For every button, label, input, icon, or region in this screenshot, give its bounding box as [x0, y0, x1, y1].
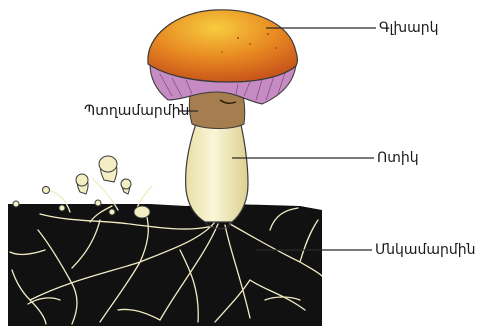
label-mycelium: Մնկամարմին [375, 242, 475, 258]
label-fruiting-body: Պտղամարմին [84, 103, 189, 119]
stem [186, 118, 248, 222]
label-stem: Ոտիկ [377, 150, 419, 166]
label-cap: Գլխարկ [379, 20, 438, 36]
cap [148, 10, 298, 82]
soil [8, 204, 322, 326]
